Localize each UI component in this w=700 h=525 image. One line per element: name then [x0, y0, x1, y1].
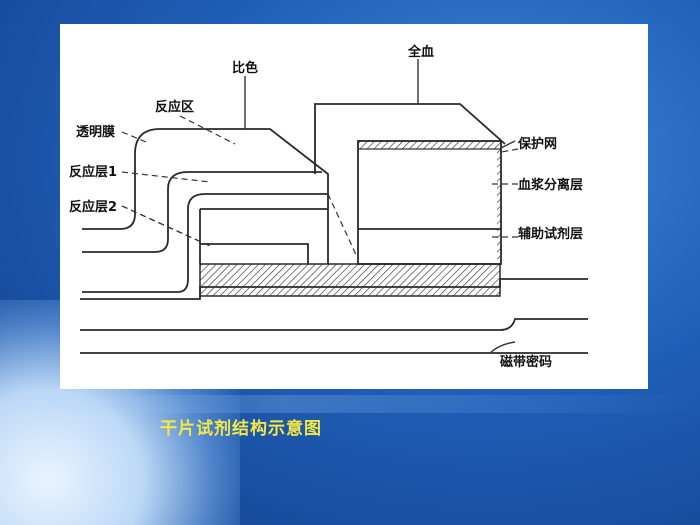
leader-fanyingceng1 — [121, 171, 211, 183]
leader-baohuwang — [500, 148, 519, 153]
label-quanxue: 全血 — [407, 44, 434, 60]
whole-blood-outline — [314, 103, 506, 174]
label-bise: 比色 — [232, 60, 258, 76]
leader-bise-film — [121, 205, 211, 247]
support-layer-hatch — [199, 263, 501, 297]
background-stripe — [0, 395, 700, 413]
leader-fanyingqu — [179, 115, 236, 145]
slide-caption: 干片试剂结构示意图 — [160, 419, 322, 439]
label-fanyingceng2: 反应层2 — [69, 199, 117, 215]
reaction-layer-inner — [82, 193, 328, 293]
label-xuejiang: 血浆分离层 — [518, 177, 583, 193]
label-touming: 透明膜 — [76, 124, 115, 140]
base-bottom-line — [80, 318, 588, 331]
leader-bise-vertical — [327, 193, 359, 260]
plasma-separation-box — [357, 140, 502, 265]
label-fanyingceng1: 反应层1 — [69, 164, 117, 180]
label-fuzhu: 辅助试剂层 — [518, 226, 583, 242]
leader-cidai — [489, 341, 516, 354]
transparent-film-outer — [82, 128, 329, 264]
label-fanyingqu: 反应区 — [155, 99, 194, 115]
reaction-layer1-curve — [82, 171, 322, 253]
label-baohuwang: 保护网 — [517, 136, 557, 152]
leader-touming — [121, 131, 147, 143]
label-cidai: 磁带密码 — [500, 354, 552, 370]
mesh-side-hatch — [497, 149, 501, 264]
reaction-layer2-bottom — [200, 243, 309, 264]
dry-slide-diagram: 比色 全血 反应区 透明膜 反应层1 反应层2 保护网 血浆分离层 辅助试剂层 … — [69, 44, 588, 370]
diagram-panel: 比色 全血 反应区 透明膜 反应层1 反应层2 保护网 血浆分离层 辅助试剂层 … — [60, 24, 648, 389]
protective-mesh-hatch — [357, 140, 502, 150]
leader-baohuwang-solid — [500, 140, 516, 149]
